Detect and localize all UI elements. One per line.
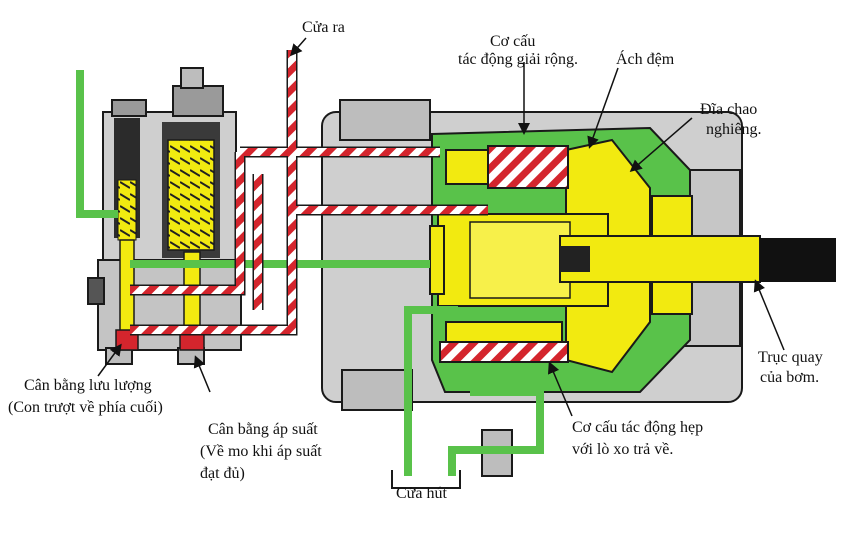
pressure-compensator-spring [162, 122, 220, 351]
narrow-actuator-piston [439, 341, 569, 363]
pilot-line-green [76, 70, 544, 476]
label-flow-comp-2: (Con trượt về phía cuối) [8, 399, 163, 416]
label-wide-actuator-2: tác động giải rộng. [458, 51, 578, 68]
rotating-group [429, 138, 693, 374]
label-shaft-2: của bơm. [760, 369, 819, 386]
label-inlet: Cửa hút [396, 485, 447, 502]
label-swash-plate-1: Đĩa chao [700, 101, 757, 118]
label-shaft-1: Trục quay [758, 349, 823, 366]
label-outlet: Cửa ra [302, 19, 345, 36]
labels: Cửa ra Cơ cấu tác động giải rộng. Ách đệ… [8, 19, 823, 502]
leader-lines [97, 37, 785, 417]
label-narrow-actuator-2: với lò xo trả về. [572, 441, 673, 458]
inlet-tank [391, 470, 461, 489]
label-swash-plate-2: nghiêng. [706, 121, 762, 138]
label-narrow-actuator-1: Cơ cấu tác động hẹp [572, 419, 703, 436]
label-pressure-comp-3: đạt đủ) [200, 465, 245, 482]
label-pressure-comp-2: (Về mo khi áp suất [200, 443, 322, 460]
label-pressure-comp-1: Cân bằng áp suất [208, 421, 318, 438]
wide-actuator-piston [487, 145, 569, 189]
label-wide-actuator-1: Cơ cấu [490, 33, 535, 50]
label-flow-comp-1: Cân bằng lưu lượng [24, 377, 152, 394]
label-cushion: Ách đệm [616, 49, 675, 68]
pump-shaft [559, 235, 836, 283]
